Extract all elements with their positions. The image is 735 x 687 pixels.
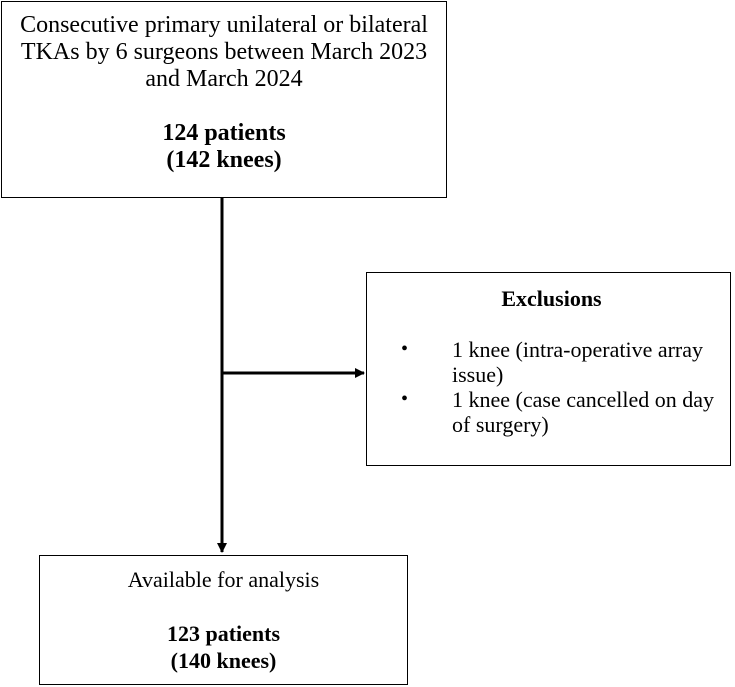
exclusion-item-text: 1 knee (case cancelled on day of surgery… [452, 387, 715, 437]
exclusions-list: • 1 knee (intra-operative array issue) •… [367, 337, 730, 437]
analysis-description: Available for analysis [127, 567, 320, 592]
exclusion-item: • 1 knee (intra-operative array issue) [367, 337, 730, 387]
enrollment-box: Consecutive primary unilateral or bilate… [1, 1, 447, 198]
exclusions-box: Exclusions • 1 knee (intra-operative arr… [366, 272, 731, 466]
analysis-box: Available for analysis 123 patients (140… [39, 555, 408, 685]
exclusion-item-text: 1 knee (intra-operative array issue) [452, 337, 704, 387]
enrollment-description: Consecutive primary unilateral or bilate… [20, 12, 428, 92]
bullet-icon: • [401, 388, 409, 410]
bullet-icon: • [401, 338, 409, 360]
analysis-patients: 123 patients [166, 621, 281, 646]
enrollment-patients: 124 patients [162, 120, 286, 146]
exclusions-title: Exclusions [501, 286, 602, 311]
enrollment-knees: (142 knees) [166, 147, 282, 173]
analysis-knees: (140 knees) [170, 648, 277, 673]
exclusion-item: • 1 knee (case cancelled on day of surge… [367, 387, 730, 437]
